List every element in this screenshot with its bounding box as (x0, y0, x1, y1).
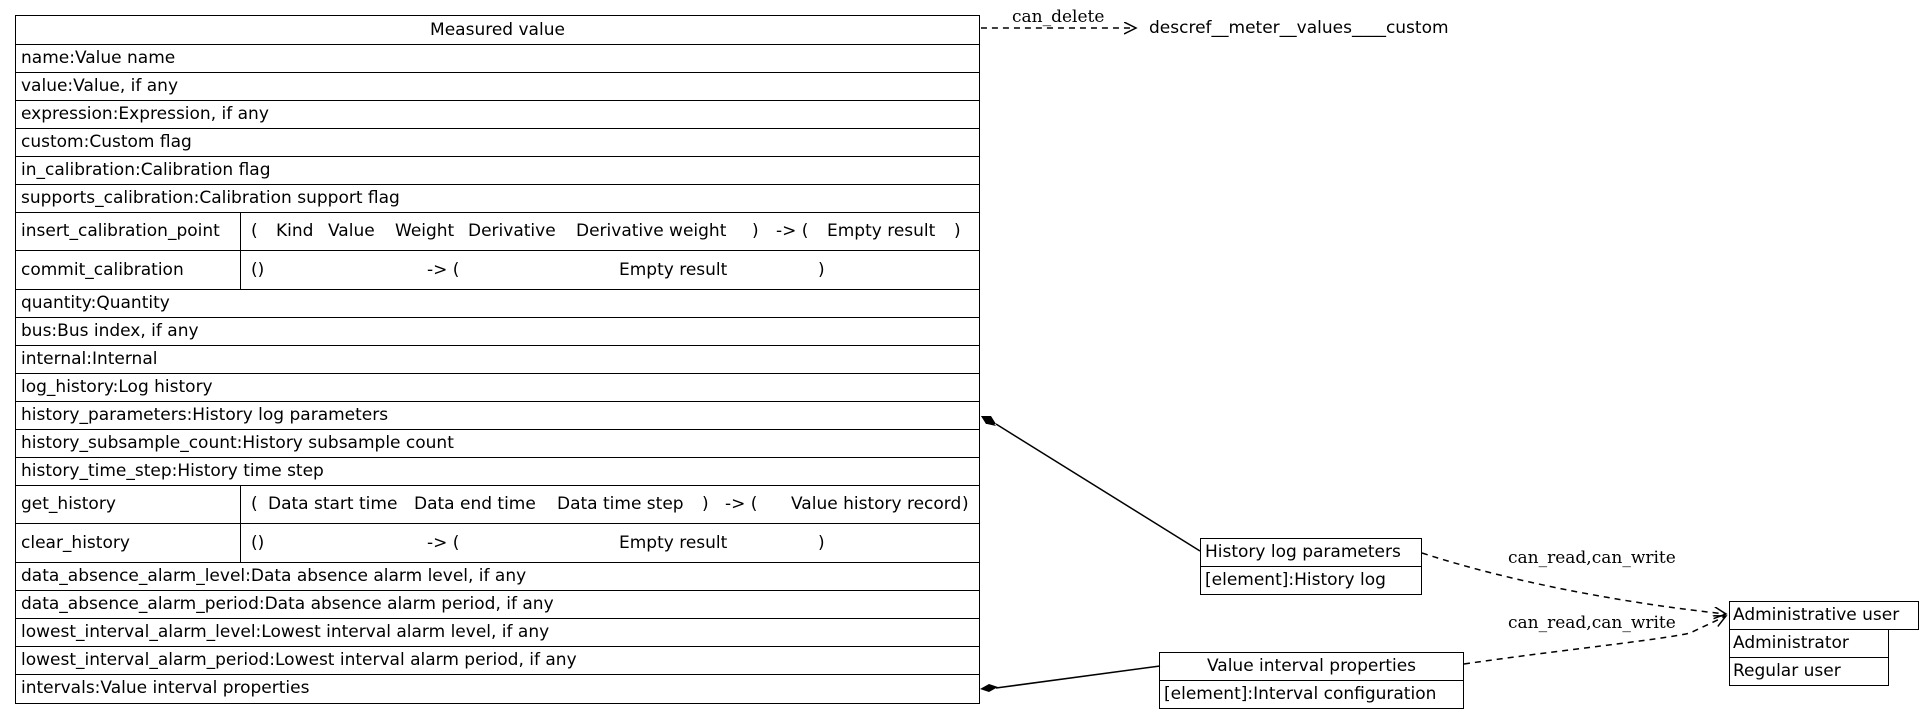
attribute-row: quantity:Quantity (21, 293, 170, 313)
attribute-row: internal:Internal (21, 349, 158, 369)
method-param: Kind (276, 221, 314, 241)
attribute-row: in_calibration:Calibration flag (21, 160, 271, 180)
edge-history-admin (1421, 552, 1726, 614)
method-arrow: -> ( (427, 260, 460, 280)
class-row: [element]:History log (1205, 570, 1386, 590)
attribute-row: history_time_step:History time step (21, 461, 324, 481)
method-name: commit_calibration (21, 260, 184, 280)
method-param: Data time step (557, 494, 684, 514)
method-close-paren: ) (752, 221, 759, 241)
class-title: Value interval properties (1206, 656, 1417, 676)
class-title: Administrative user (1733, 605, 1900, 625)
attribute-row: intervals:Value interval properties (21, 678, 310, 698)
edge-label-history-admin: can_read,can_write (1508, 548, 1676, 568)
history-log-parameters-class: History log parameters [element]:History… (1200, 538, 1422, 595)
attribute-row: log_history:Log history (21, 377, 213, 397)
diamond-interval (980, 684, 998, 692)
attribute-row: lowest_interval_alarm_period:Lowest inte… (21, 650, 577, 670)
method-name: clear_history (21, 533, 130, 553)
attribute-row: lowest_interval_alarm_level:Lowest inter… (21, 622, 550, 642)
method-open-paren: ( (251, 494, 258, 514)
method-result: Empty result (827, 221, 936, 241)
edge-label-interval-admin: can_read,can_write (1508, 613, 1676, 633)
attribute-row: history_subsample_count:History subsampl… (21, 433, 454, 453)
method-result: Value history record (791, 494, 962, 514)
method-param: Data end time (414, 494, 536, 514)
method-end-paren: ) (818, 533, 825, 553)
attribute-row: expression:Expression, if any (21, 104, 269, 124)
attribute-row: value:Value, if any (21, 76, 179, 96)
edge-interval-admin (1463, 616, 1726, 665)
method-end-paren: ) (954, 221, 961, 241)
edge-label-can-delete: can_delete (1012, 7, 1105, 27)
method-params: () (251, 260, 265, 280)
edge-interval-composition (995, 665, 1161, 689)
class-title: Measured value (430, 20, 565, 40)
class-row: Regular user (1733, 661, 1841, 681)
method-arrow: -> ( (427, 533, 460, 553)
class-row: [element]:Interval configuration (1164, 684, 1437, 704)
administrative-user-class: Administrative user Administrator Regula… (1729, 601, 1919, 687)
method-open-paren: ( (251, 221, 258, 241)
method-arrow: -> ( (725, 494, 758, 514)
value-interval-properties-class: Value interval properties [element]:Inte… (1159, 652, 1464, 709)
class-row: Administrator (1733, 633, 1849, 653)
attribute-row: supports_calibration:Calibration support… (21, 188, 400, 208)
method-end-paren: ) (818, 260, 825, 280)
method-param: Derivative weight (576, 221, 727, 241)
measured-value-class: Measured value name:Value name value:Val… (15, 15, 980, 704)
method-arrow: -> ( (776, 221, 809, 241)
attribute-row: name:Value name (21, 48, 176, 68)
class-title: History log parameters (1205, 542, 1401, 562)
attribute-row: custom:Custom flag (21, 132, 192, 152)
external-node-label: descref__meter__values____custom (1149, 18, 1449, 38)
method-end-paren: ) (962, 494, 969, 514)
method-result: Empty result (619, 533, 728, 553)
attribute-row: data_absence_alarm_period:Data absence a… (21, 594, 554, 614)
method-name: insert_calibration_point (21, 221, 220, 241)
edge-history-composition (995, 423, 1201, 552)
method-param: Derivative (468, 221, 556, 241)
method-param: Value (328, 221, 375, 241)
method-name: get_history (21, 494, 116, 514)
attribute-row: bus:Bus index, if any (21, 321, 199, 341)
method-params: () (251, 533, 265, 553)
method-close-paren: ) (702, 494, 709, 514)
method-param: Data start time (268, 494, 398, 514)
method-param: Weight (395, 221, 455, 241)
attribute-row: history_parameters:History log parameter… (21, 405, 389, 425)
attribute-row: data_absence_alarm_level:Data absence al… (21, 566, 527, 586)
method-result: Empty result (619, 260, 728, 280)
